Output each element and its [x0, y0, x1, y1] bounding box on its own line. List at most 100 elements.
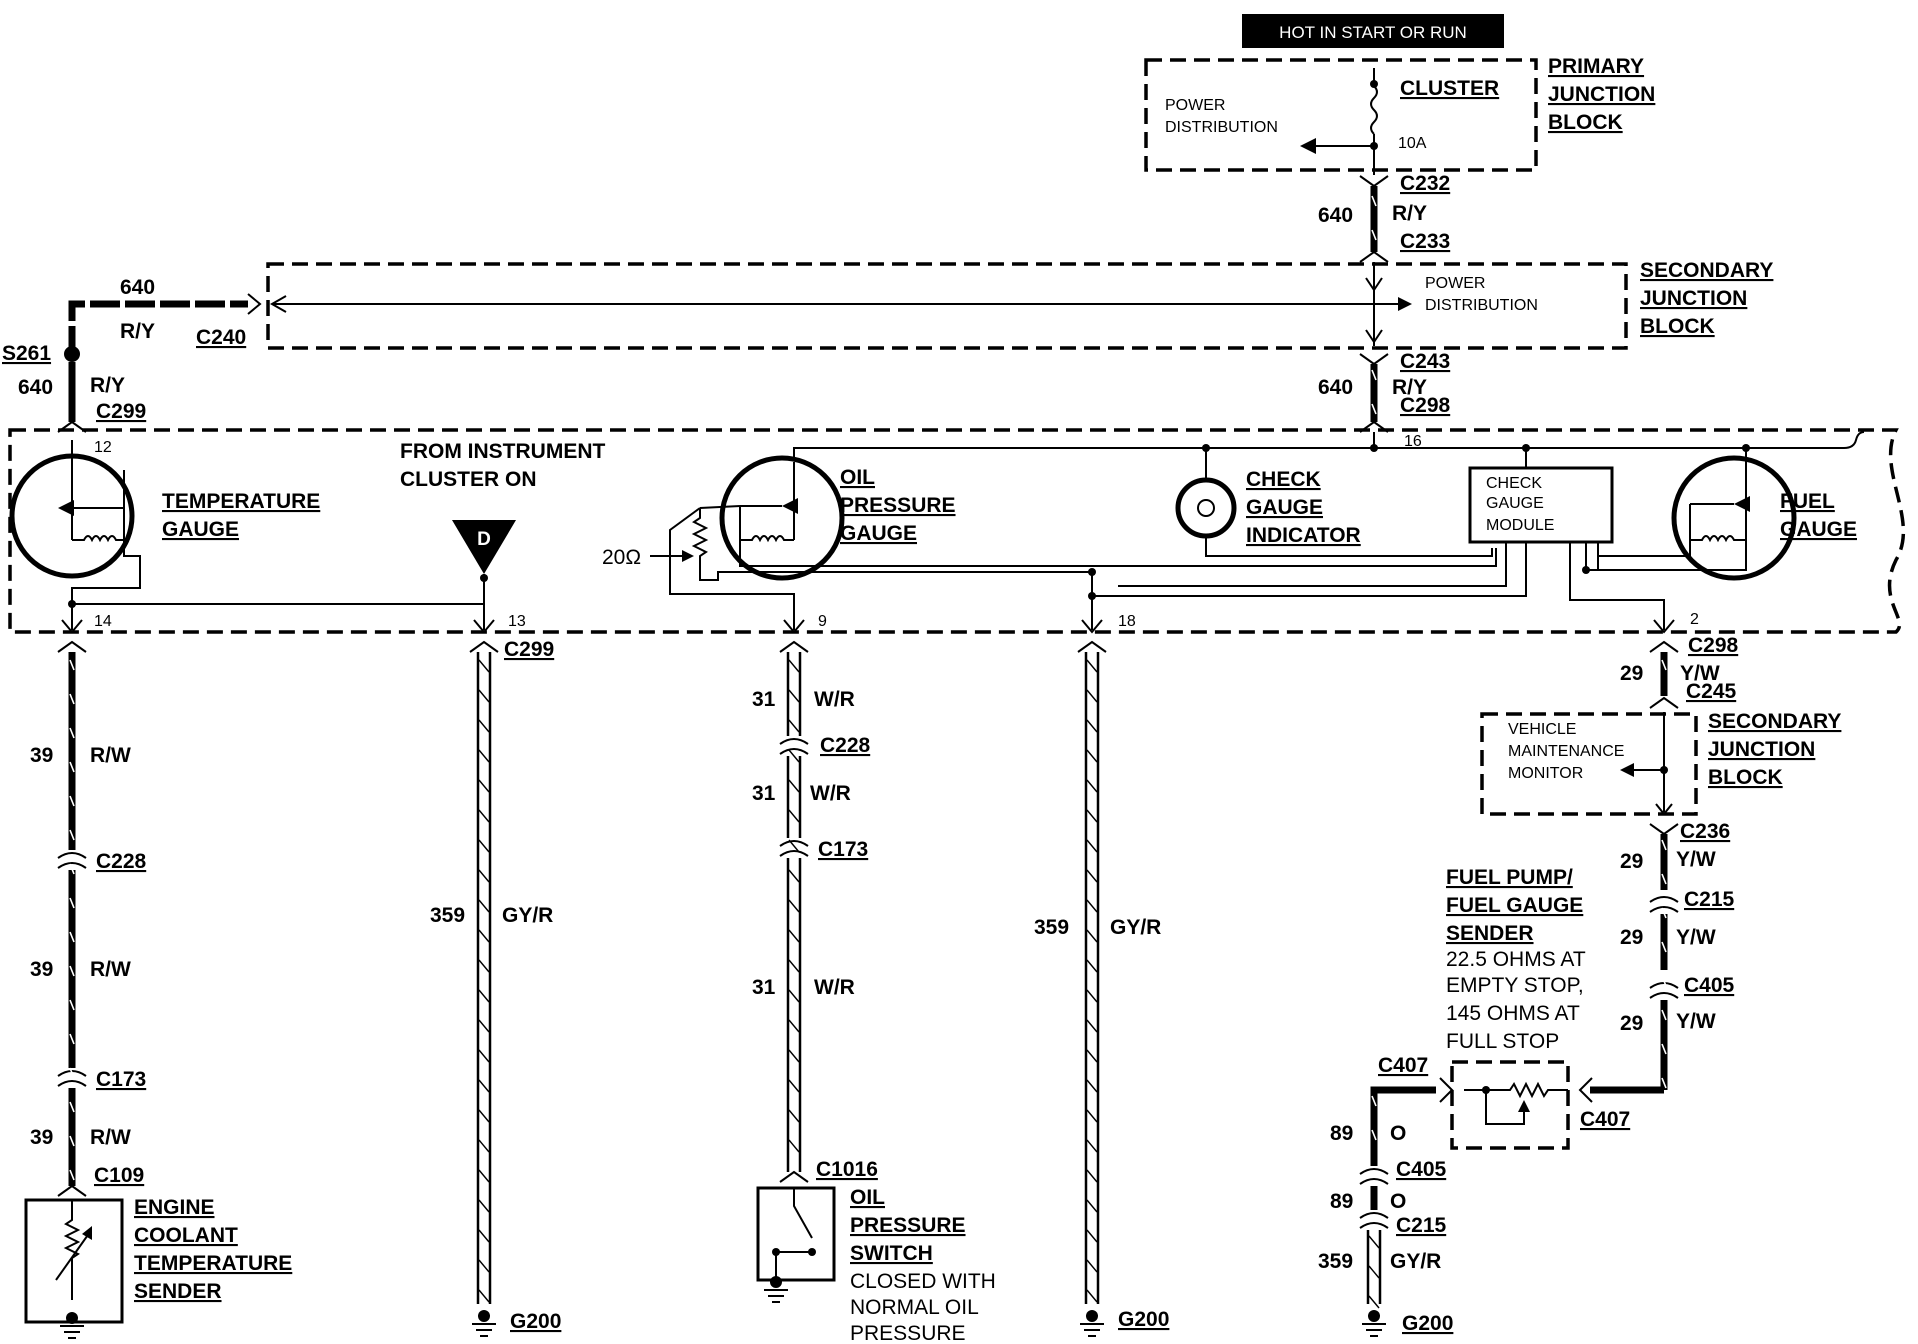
- c215-right: C215: [1684, 888, 1735, 911]
- w640-horiz: 640: [120, 276, 155, 299]
- primary-junction-block: [1144, 58, 1538, 172]
- fuel-sender-note-1: 22.5 OHMS AT: [1446, 948, 1586, 971]
- gyr-a: GY/R: [502, 904, 553, 927]
- fuel-sender-note-2: EMPTY STOP,: [1446, 974, 1584, 997]
- pin-16: 16: [1404, 433, 1422, 450]
- c299-left-label: C299: [96, 400, 146, 423]
- primary-power-dist-2: DISTRIBUTION: [1165, 119, 1278, 136]
- sec-block-top-title-2: JUNCTION: [1640, 287, 1747, 310]
- yw-d: Y/W: [1676, 1010, 1716, 1033]
- sec-block-top-title-3: BLOCK: [1640, 315, 1715, 338]
- wr-b: W/R: [810, 782, 851, 805]
- fuel-gauge-icon: [1671, 455, 1797, 581]
- oil-gauge-label-3: GAUGE: [840, 522, 917, 545]
- c173-left: C173: [96, 1068, 146, 1091]
- ry-left: R/Y: [90, 374, 125, 397]
- switch-contact-icon: [776, 1188, 813, 1253]
- sec-block-top-title-1: SECONDARY: [1640, 259, 1773, 282]
- yw-a: Y/W: [1680, 662, 1720, 685]
- g200-c: G200: [1402, 1312, 1453, 1335]
- check-indicator-label-3: INDICATOR: [1246, 524, 1361, 547]
- c232-label: C232: [1400, 172, 1450, 195]
- oil-gauge-label-1: OIL: [840, 466, 875, 489]
- w359-b: 359: [1034, 916, 1069, 939]
- ground-icon-g200-a: [472, 1310, 496, 1337]
- c299-bottom: C299: [504, 638, 554, 661]
- ry-mid: R/Y: [1392, 376, 1427, 399]
- fuel-sender-label-3: SENDER: [1446, 922, 1534, 945]
- fuel-sender-note-3: 145 OHMS AT: [1446, 1002, 1580, 1025]
- banner-box: [1242, 14, 1504, 48]
- oil-pressure-gauge-icon: [719, 455, 845, 581]
- sec-power-dist-1: POWER: [1425, 275, 1485, 292]
- ry-horiz: R/Y: [120, 320, 155, 343]
- primary-block-title-1: PRIMARY: [1548, 55, 1644, 78]
- oil-gauge-label-2: PRESSURE: [840, 494, 956, 517]
- c245-label: C245: [1686, 680, 1737, 703]
- s261-label: S261: [2, 342, 51, 365]
- o-b: O: [1390, 1190, 1406, 1213]
- w31-a: 31: [752, 688, 776, 711]
- w89-b: 89: [1330, 1190, 1353, 1213]
- check-module-label-2: GAUGE: [1486, 495, 1544, 512]
- ground-icon-oil-switch: [764, 1276, 788, 1303]
- yw-b: Y/W: [1676, 848, 1716, 871]
- g200-b: G200: [1118, 1308, 1169, 1331]
- sender-rheostat-icon: [1464, 1081, 1568, 1099]
- c228-mid: C228: [820, 734, 871, 757]
- pin-9: 9: [818, 613, 827, 630]
- sec-block-bottom-title-3: BLOCK: [1708, 766, 1783, 789]
- oil-switch-label-3: SWITCH: [850, 1242, 933, 1265]
- oil-switch-note-1: CLOSED WITH: [850, 1270, 996, 1293]
- oil-switch-label-1: OIL: [850, 1186, 885, 1209]
- sec-power-dist-2: DISTRIBUTION: [1425, 297, 1538, 314]
- rw-b: R/W: [90, 958, 131, 981]
- yw-c: Y/W: [1676, 926, 1716, 949]
- c240-label: C240: [196, 326, 246, 349]
- w39-b: 39: [30, 958, 53, 981]
- pin-2: 2: [1690, 611, 1699, 628]
- ground-icon-ect: [60, 1312, 84, 1339]
- c1016-label: C1016: [816, 1158, 878, 1181]
- fuel-gauge-label-2: GAUGE: [1780, 518, 1857, 541]
- fuel-gauge-label-1: FUEL: [1780, 490, 1835, 513]
- wr-a: W/R: [814, 688, 855, 711]
- temp-gauge-label-1: TEMPERATURE: [162, 490, 320, 513]
- ect-label-2: COOLANT: [134, 1224, 238, 1247]
- check-module-label-3: MODULE: [1486, 517, 1554, 534]
- vmm-label-2: MAINTENANCE: [1508, 743, 1624, 760]
- g200-a: G200: [510, 1310, 561, 1333]
- c173-mid: C173: [818, 838, 868, 861]
- w29-a: 29: [1620, 662, 1643, 685]
- pin-12: 12: [94, 439, 112, 456]
- vmm-label-3: MONITOR: [1508, 765, 1583, 782]
- fuel-sender-note-4: FULL STOP: [1446, 1030, 1559, 1053]
- primary-cluster-label: CLUSTER: [1400, 77, 1499, 100]
- primary-block-title-2: JUNCTION: [1548, 83, 1655, 106]
- c298-top-label: C298: [1400, 394, 1451, 417]
- w29-b: 29: [1620, 850, 1643, 873]
- ground-icon-g200-c: [1362, 1310, 1386, 1337]
- c405-right: C405: [1684, 974, 1735, 997]
- ect-label-3: TEMPERATURE: [134, 1252, 292, 1275]
- secondary-junction-block-top: [266, 262, 1628, 350]
- c407-left: C407: [1378, 1054, 1428, 1077]
- c233-label: C233: [1400, 230, 1450, 253]
- sec-block-bottom-title-2: JUNCTION: [1708, 738, 1815, 761]
- o-a: O: [1390, 1122, 1406, 1145]
- pin-13: 13: [508, 613, 526, 630]
- w640-top: 640: [1318, 204, 1353, 227]
- w31-c: 31: [752, 976, 776, 999]
- fuse-rating: 10A: [1398, 135, 1427, 152]
- ect-label-1: ENGINE: [134, 1196, 215, 1219]
- w31-b: 31: [752, 782, 776, 805]
- resistor-20ohm-icon: [691, 508, 709, 566]
- c215-left: C215: [1396, 1214, 1447, 1237]
- w359-c: 359: [1318, 1250, 1353, 1273]
- primary-block-title-3: BLOCK: [1548, 111, 1623, 134]
- ground-icon-g200-b: [1080, 1310, 1104, 1337]
- sec-block-bottom-title-1: SECONDARY: [1708, 710, 1841, 733]
- fuse-icon: [1370, 85, 1378, 135]
- fuel-sender-label-2: FUEL GAUGE: [1446, 894, 1583, 917]
